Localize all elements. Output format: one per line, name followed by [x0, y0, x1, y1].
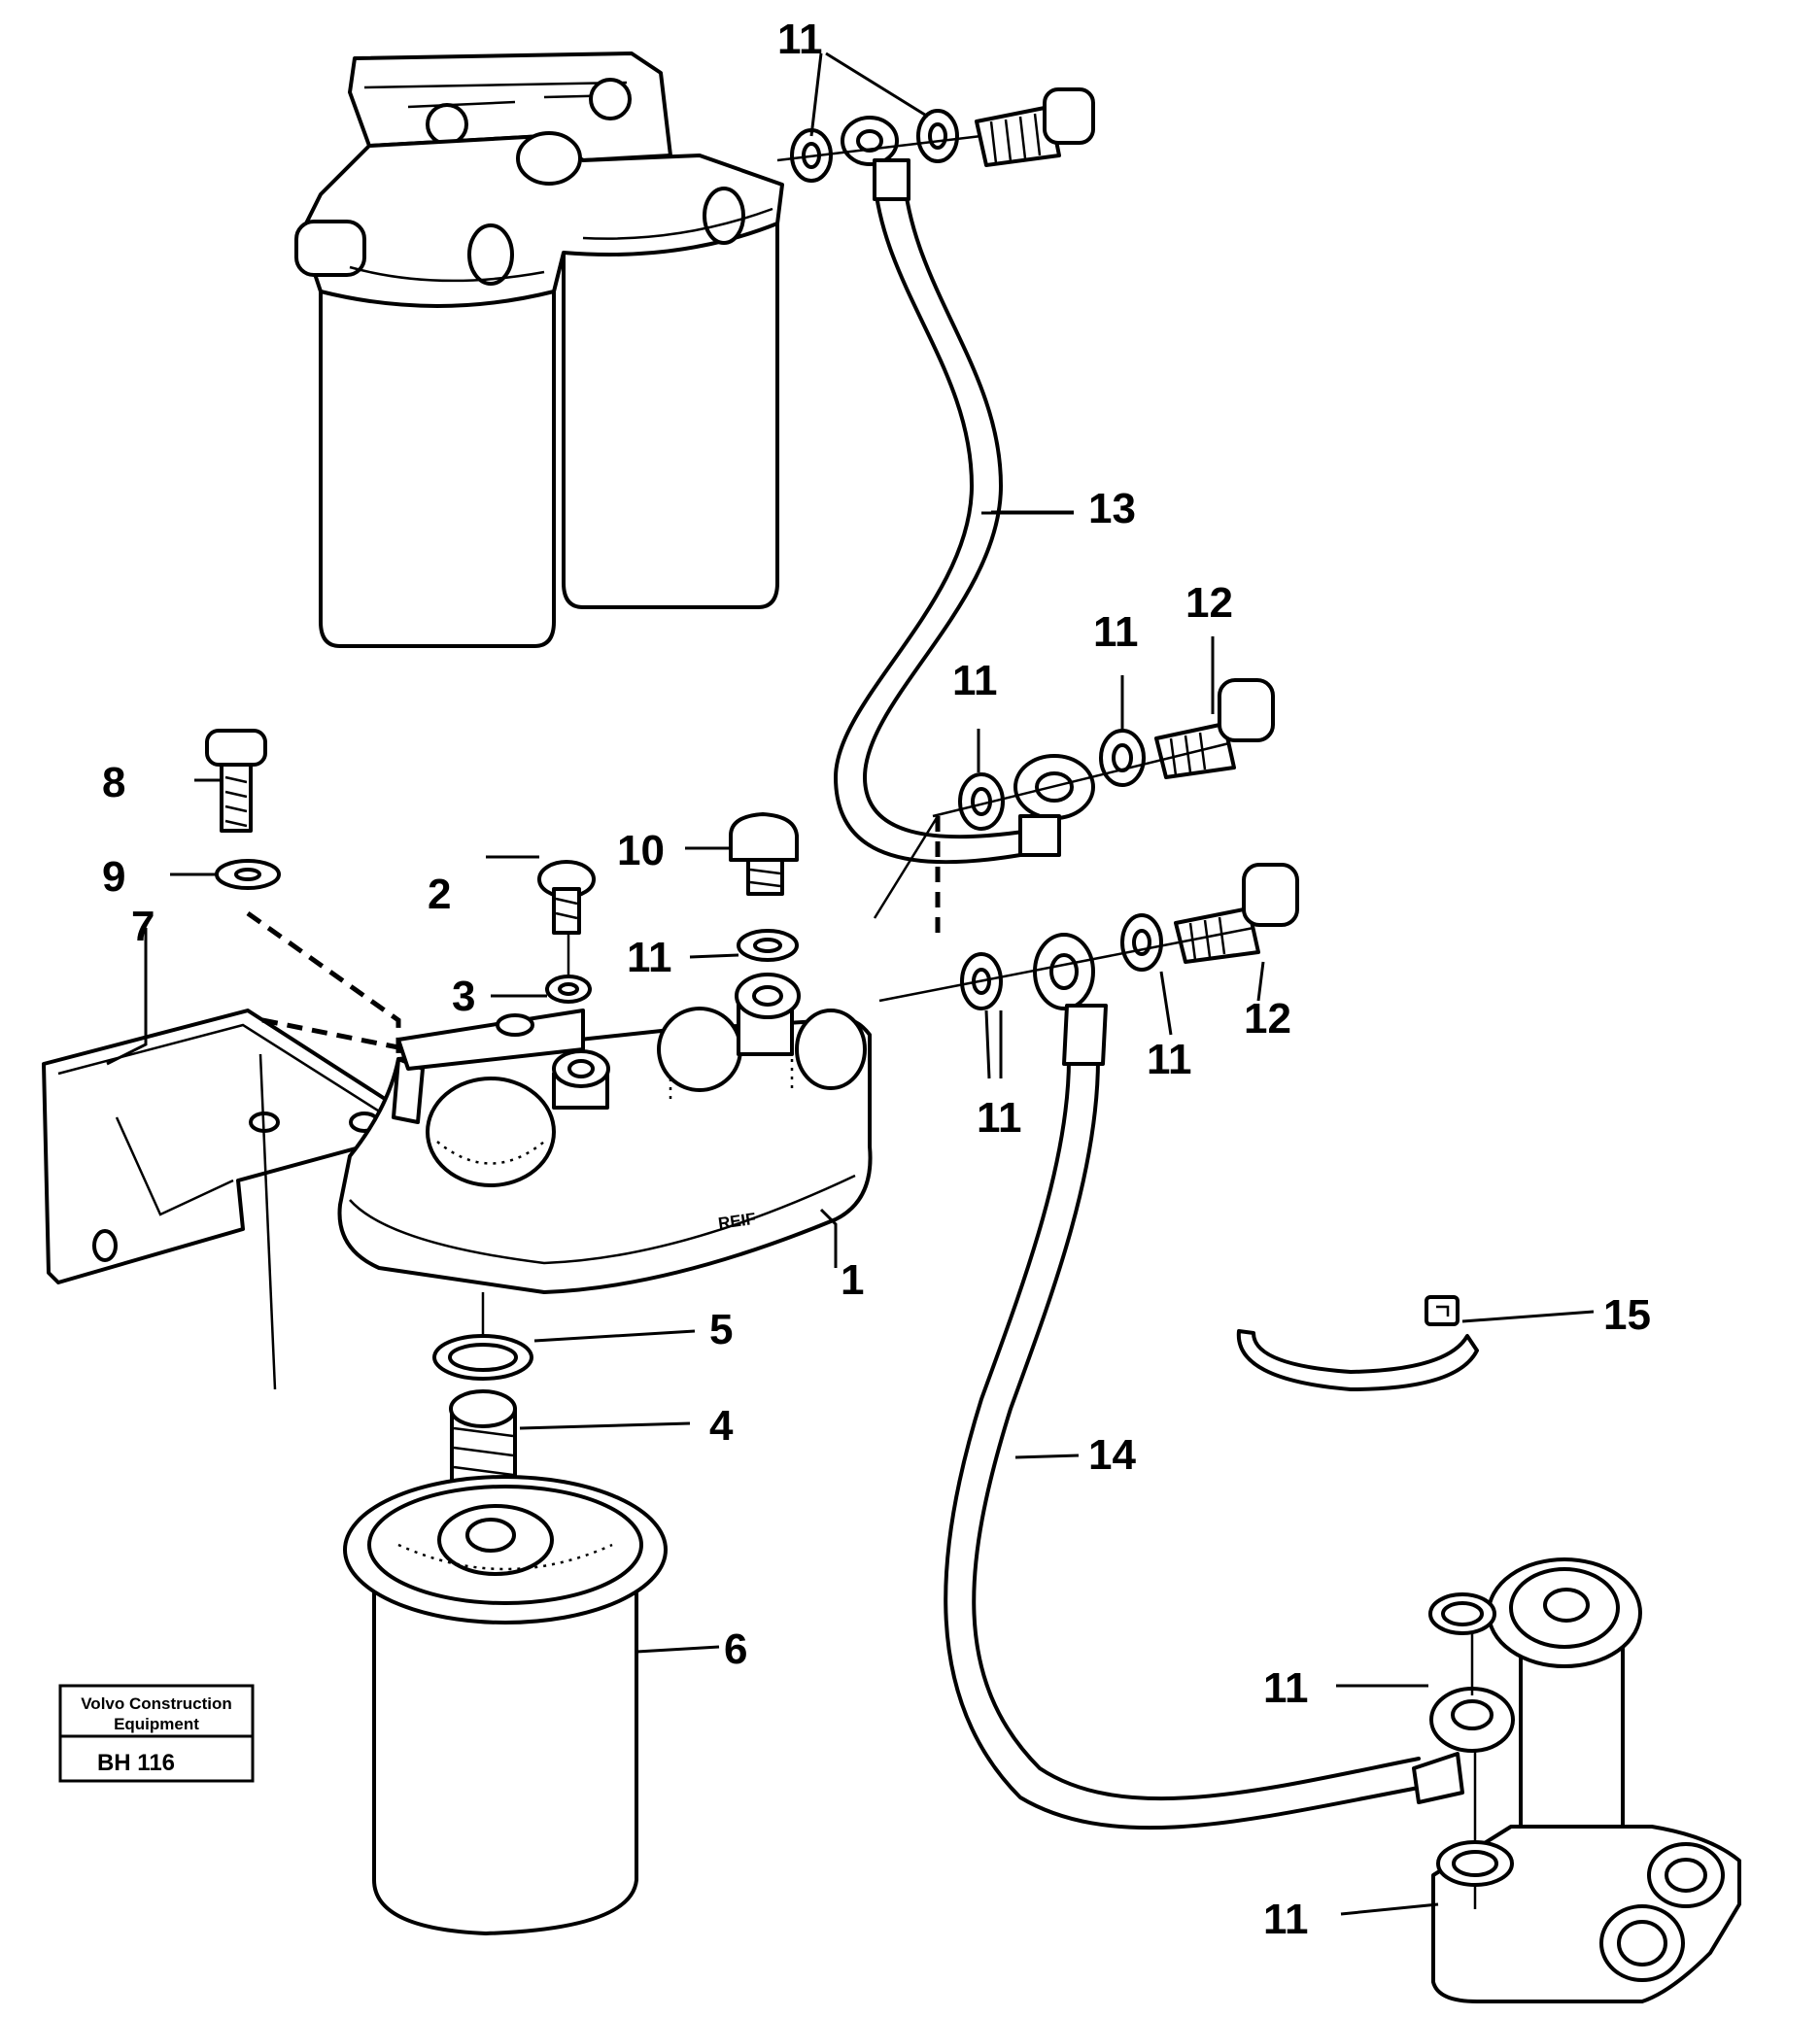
top-fittings — [776, 87, 1095, 183]
hose-clamp-15 — [1236, 1295, 1479, 1391]
callout-11-lower-right: 11 — [1147, 1036, 1192, 1083]
leader-lines — [106, 51, 1595, 1916]
callout-13: 13 — [1088, 485, 1136, 532]
callout-11-plug-washer: 11 — [627, 934, 672, 981]
hose-14 — [878, 863, 1421, 1830]
callout-11-pump-bottom: 11 — [1263, 1896, 1309, 1943]
callout-12-upper: 12 — [1185, 579, 1233, 627]
stamp-company-line2: Equipment — [114, 1715, 199, 1733]
callout-9: 9 — [102, 853, 125, 901]
callout-10: 10 — [617, 827, 665, 874]
volvo-stamp: Volvo Construction Equipment BH 116 — [58, 1684, 255, 1783]
oil-filter-6 — [343, 1292, 668, 1935]
callout-11-mid-right: 11 — [1093, 608, 1139, 656]
callout-labels: 1 2 3 4 5 6 7 8 9 10 11 11 11 11 11 11 1… — [102, 16, 1651, 1943]
bracket-7 — [42, 910, 409, 1390]
callout-5: 5 — [709, 1306, 733, 1353]
callout-11-mid-left: 11 — [952, 657, 998, 704]
callout-15: 15 — [1603, 1291, 1651, 1339]
housing-small-parts — [205, 729, 799, 1004]
callout-11-pump-top: 11 — [1263, 1664, 1309, 1712]
callout-8: 8 — [102, 759, 125, 806]
callout-4: 4 — [709, 1402, 734, 1450]
mid-right-fittings — [873, 678, 1275, 933]
callout-7: 7 — [131, 903, 155, 950]
callout-14: 14 — [1088, 1431, 1136, 1479]
callout-2: 2 — [428, 871, 451, 918]
stamp-code: BH 116 — [97, 1750, 175, 1776]
callout-11-top: 11 — [777, 16, 823, 63]
feed-pump-body — [1412, 1557, 1741, 2003]
callout-11-lower-left: 11 — [977, 1094, 1022, 1142]
hose-13 — [834, 116, 1095, 865]
callout-6: 6 — [724, 1625, 747, 1673]
callout-3: 3 — [452, 973, 475, 1020]
double-filter-assembly — [294, 51, 784, 648]
filter-housing-1: REIF — [337, 973, 873, 1294]
stamp-company-line1: Volvo Construction — [81, 1694, 232, 1713]
callout-12-lower: 12 — [1244, 995, 1291, 1043]
callout-1: 1 — [841, 1256, 864, 1304]
